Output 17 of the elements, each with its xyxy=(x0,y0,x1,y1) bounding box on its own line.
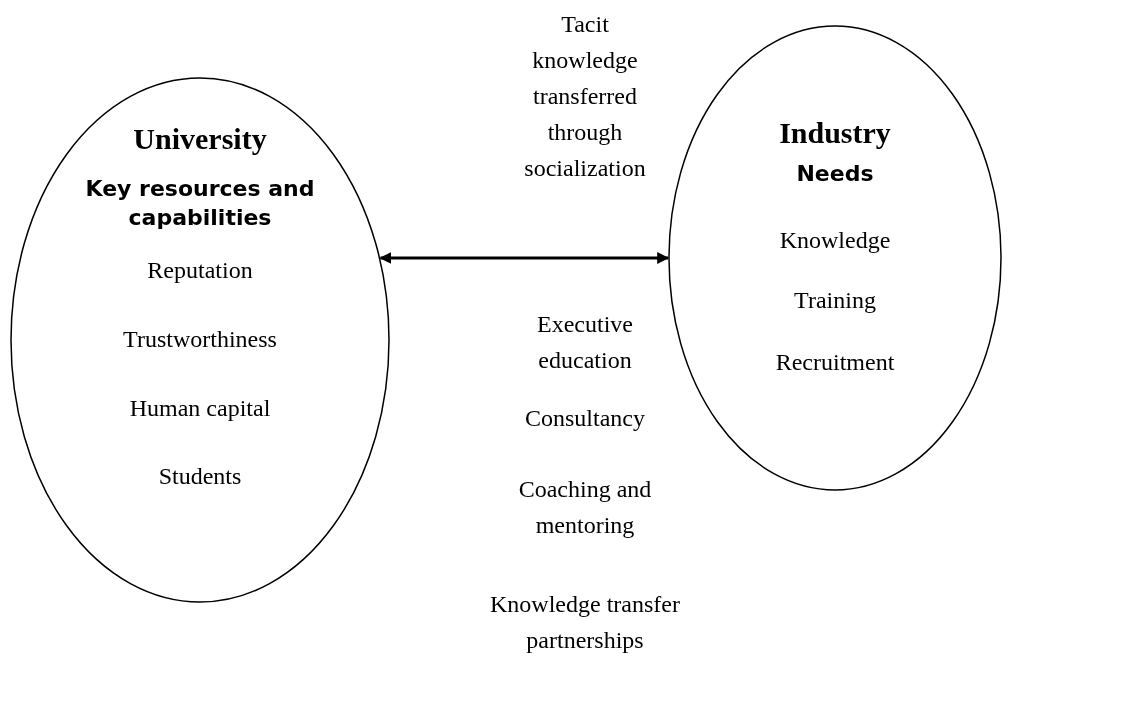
heading: Industry xyxy=(779,115,891,151)
label-text: Consultancy xyxy=(524,404,646,433)
label-text: Knowledge transfer partnerships xyxy=(489,590,681,655)
heading: University xyxy=(133,121,267,157)
label-text: Tacit knowledge transferred through socialization xyxy=(523,10,647,183)
item-text: Training xyxy=(794,286,876,315)
label-text: Coaching and mentoring xyxy=(517,475,653,540)
subheading: Needs xyxy=(796,160,874,188)
item-text: Trustworthiness xyxy=(123,325,277,354)
subheading: Key resources and capabilities xyxy=(85,175,315,232)
item-text: Students xyxy=(158,462,242,491)
item-text: Knowledge xyxy=(779,226,891,255)
item-text: Recruitment xyxy=(775,348,895,377)
label-text: Executive education xyxy=(536,310,634,375)
item-text: Reputation xyxy=(147,256,253,285)
double-arrow xyxy=(379,252,670,264)
item-text: Human capital xyxy=(129,394,271,423)
